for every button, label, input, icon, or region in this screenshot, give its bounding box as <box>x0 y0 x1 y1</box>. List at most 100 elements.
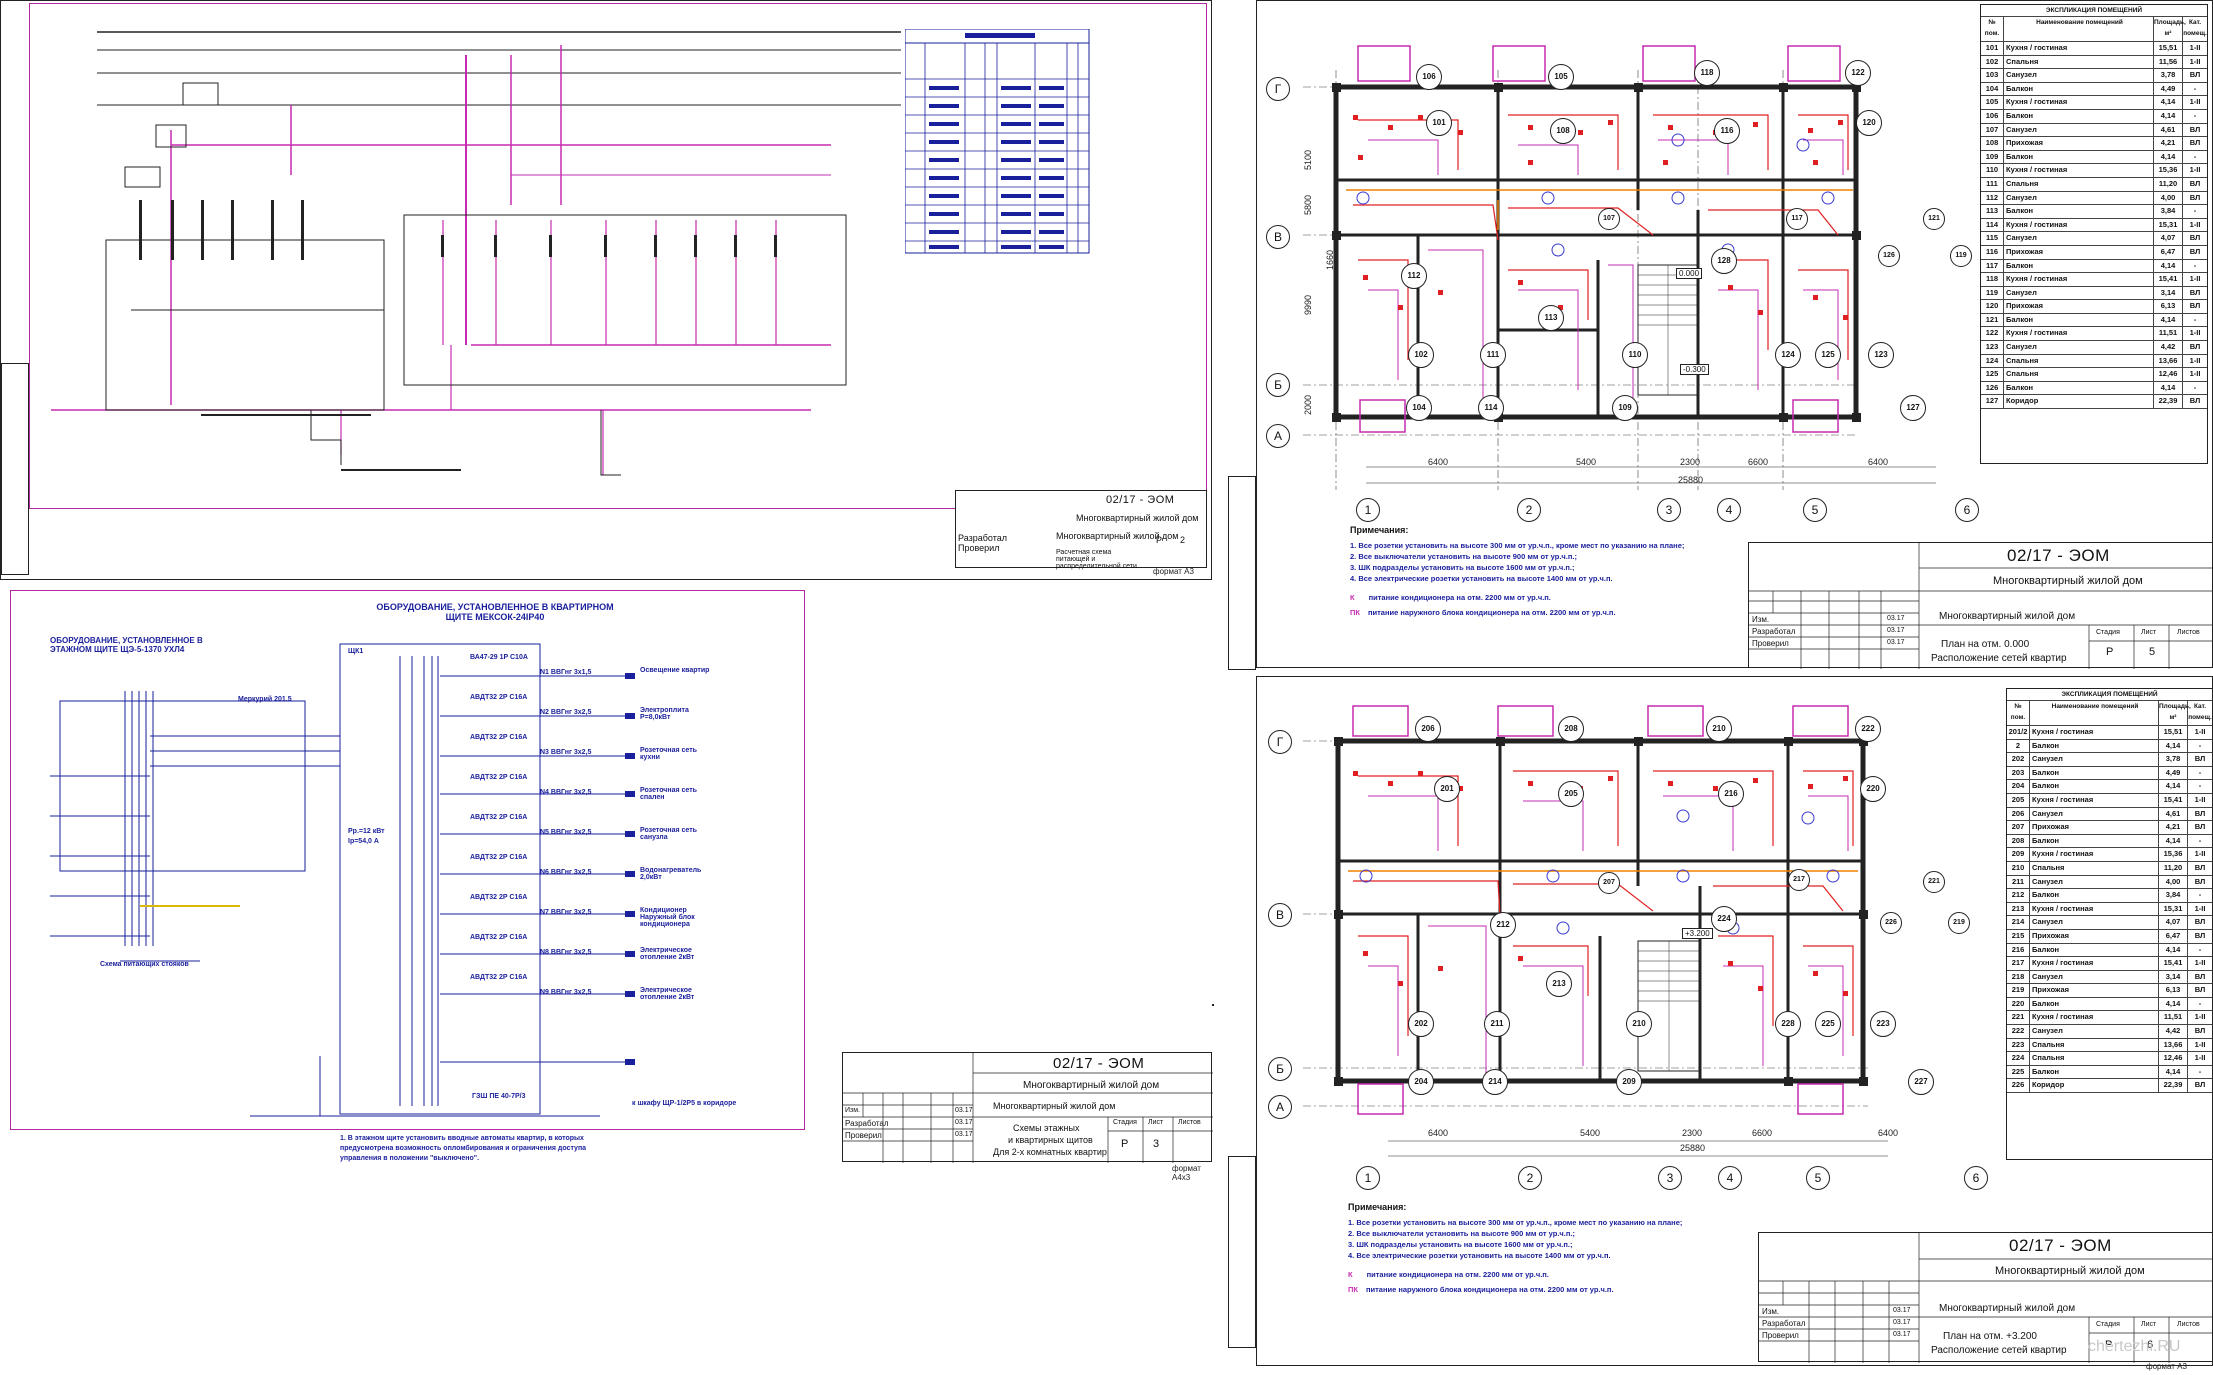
project-name: Многоквартирный жилой дом <box>1023 1080 1160 1091</box>
axis-number: 5 <box>1806 1166 1830 1190</box>
table-cell: ВЛ <box>2189 396 2201 406</box>
room-number: 206 <box>1415 716 1441 742</box>
table-cell: 1-II <box>2194 1012 2206 1022</box>
tb-desc: Многоквартирный жилой дом <box>1939 1303 2076 1314</box>
table-cell: Кухня / гостиная <box>2004 42 2154 55</box>
drawing-code: 02/17 - ЭОМ <box>1053 1055 1145 1072</box>
project-name: Многоквартирный жилой дом <box>1993 575 2143 587</box>
table-cell: Санузел <box>2004 341 2154 354</box>
table-cell: Кухня / гостиная <box>2030 902 2159 916</box>
table-cell: 209 <box>2007 848 2030 861</box>
drawing-code: 02/17 - ЭОМ <box>2007 546 2110 565</box>
sheet-bottom-left-frame <box>10 590 805 1130</box>
tb-date: 03.17 <box>1887 627 1905 634</box>
table-cell: 6,47 <box>2154 245 2183 259</box>
side-stamp <box>1 363 29 575</box>
room-number: 125 <box>1815 342 1841 368</box>
table-cell: Санузел <box>2030 916 2159 929</box>
group-cable: N9 ВВГнг 3х2,5 <box>540 989 592 996</box>
table-header: № пом. Наименование помещений Площадь, м… <box>2007 701 2212 726</box>
table-cell: 6,47 <box>2159 929 2188 943</box>
table-cell: 12,46 <box>2154 368 2183 381</box>
room-number: 104 <box>1406 395 1432 421</box>
room-number: 210 <box>1706 716 1732 742</box>
tb-stage: Р <box>1156 535 1163 545</box>
group-breaker: АВДТ32 2P C16A <box>470 894 528 901</box>
table-cell: 4,07 <box>2159 916 2188 929</box>
room-number: 118 <box>1694 60 1720 86</box>
group-load: Электрическое отопление 2кВт <box>640 987 695 1001</box>
title-block-top-right: 02/17 - ЭОМ Многоквартирный жилой дом Мн… <box>1748 542 2213 669</box>
table-cell: 106 <box>1981 109 2004 123</box>
tb-sheet-no: 6 <box>2147 1339 2154 1351</box>
tb-date: 03.17 <box>1893 1307 1911 1314</box>
table-cell: 1-II <box>2189 219 2201 229</box>
table-cell: Прихожая <box>2030 821 2159 834</box>
table-cell: 1-II <box>2189 274 2201 284</box>
format-label: формат А3 <box>1153 567 1194 576</box>
tb-stage: Р <box>2106 646 2114 658</box>
table-cell: 6,13 <box>2159 984 2188 997</box>
note-item: 2. Все выключатели установить на высоте … <box>1350 552 1577 561</box>
tb-row-checker: Проверил <box>958 543 1000 553</box>
tb-date: 03.17 <box>1893 1319 1911 1326</box>
tb-date: 03.17 <box>1893 1331 1911 1338</box>
table-cell: 15,41 <box>2159 793 2188 807</box>
table-cell: ВЛ <box>2189 192 2201 202</box>
axis-number: 2 <box>1518 1166 1542 1190</box>
side-stamp-bl <box>1212 1004 1214 1006</box>
room-number: 217 <box>1788 869 1810 891</box>
table-cell: Балкон <box>2004 82 2154 96</box>
group-breaker: АВДТ32 2P C16A <box>470 934 528 941</box>
note-item: 2. Все выключатели установить на высоте … <box>1348 1229 1575 1238</box>
table-cell: 122 <box>1981 327 2004 341</box>
table-cell: - <box>2193 260 2197 270</box>
room-number: 117 <box>1786 208 1808 230</box>
group-load: Электроплита Р=8,0кВт <box>640 707 689 721</box>
table-cell: 103 <box>1981 69 2004 82</box>
tb-row: Разработал <box>845 1119 889 1128</box>
tb-date: 03.17 <box>1887 615 1905 622</box>
table-cell: Балкон <box>2030 889 2159 902</box>
table-cell: Кухня / гостиная <box>2030 793 2159 807</box>
dim-label: 5400 <box>1580 1128 1601 1138</box>
tb-date: 03.17 <box>955 1107 973 1114</box>
tb-row: Изм. <box>1762 1307 1780 1316</box>
calc-label: Iр=54,0 А <box>348 838 379 845</box>
pe-label: ГЗШ ПЕ 40-7Р/3 <box>472 1093 526 1100</box>
side-stamp-right <box>1228 476 1256 670</box>
tb-row: Проверил <box>1762 1331 1799 1340</box>
table-cell: 15,41 <box>2154 273 2183 286</box>
table-cell: 113 <box>1981 205 2004 218</box>
floor-plan-3200 <box>1303 705 1888 1157</box>
room-number: 212 <box>1490 912 1516 938</box>
table-cell: - <box>2198 740 2202 750</box>
table-cell: 222 <box>2007 1025 2030 1038</box>
tb-sheet-name: и квартирных щитов <box>1008 1135 1093 1145</box>
tb-sheets-label: Листов <box>2177 629 2200 636</box>
sheet-top-left-frame <box>29 3 1207 509</box>
axis-number: 3 <box>1658 1166 1682 1190</box>
table-cell: 3,78 <box>2159 753 2188 766</box>
table-cell: Санузел <box>2004 286 2154 300</box>
note-item: 3. ШК подразделы установить на высоте 16… <box>1348 1240 1573 1249</box>
drawing-code: 02/17 - ЭОМ <box>1106 494 1175 506</box>
table-cell: 119 <box>1981 286 2004 300</box>
table-cell: Прихожая <box>2030 984 2159 997</box>
elevation-mark: -0.300 <box>1680 364 1709 375</box>
table-cell: Санузел <box>2004 232 2154 245</box>
table-cell: Спальня <box>2004 177 2154 191</box>
